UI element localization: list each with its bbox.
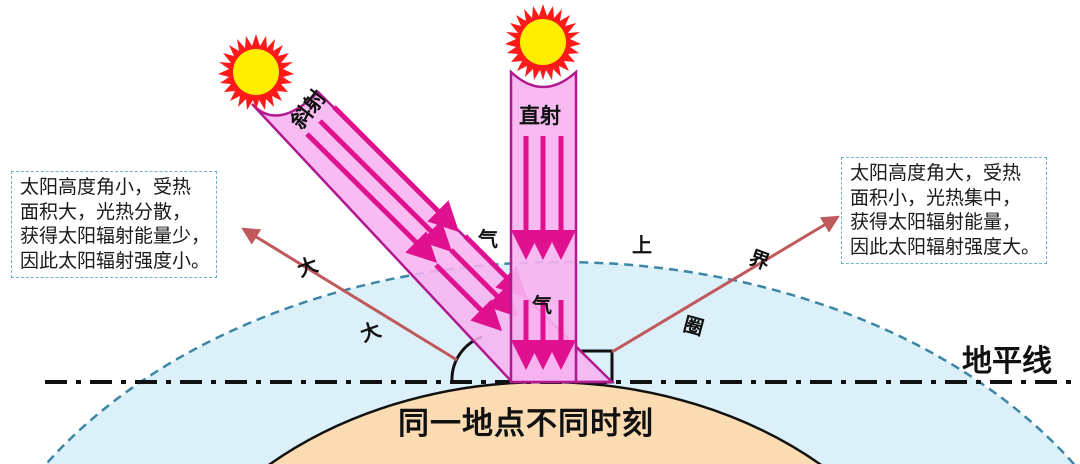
sun-direct-icon	[505, 4, 581, 80]
diagram-title: 同一地点不同时刻	[398, 406, 654, 442]
left-note-line: 因此太阳辐射强度小。	[20, 249, 211, 272]
right-note-line: 面积小，光热集中，	[850, 186, 1022, 209]
left-note-line: 面积大，光热分散，	[20, 200, 192, 223]
right-note-box: 太阳高度角大，受热 面积小，光热集中， 获得太阳辐射能量， 因此太阳辐射强度大。	[841, 157, 1048, 264]
sun-oblique-icon	[218, 34, 294, 110]
right-note-line: 因此太阳辐射强度大。	[850, 235, 1041, 258]
left-note-line: 太阳高度角小，受热	[20, 176, 192, 198]
atmosphere-label-qi-inner: 气	[532, 293, 552, 317]
right-note-line: 获得太阳辐射能量，	[850, 211, 1022, 233]
atmosphere-label-shang: 上	[632, 233, 652, 257]
direct-beam-label: 直射	[519, 104, 561, 128]
left-note-line: 获得太阳辐射能量少，	[20, 225, 211, 247]
direct-beam	[509, 69, 578, 384]
atmosphere-label-qi-outer: 气	[478, 227, 498, 251]
left-note-box: 太阳高度角小，受热 面积大，光热分散， 获得太阳辐射能量少， 因此太阳辐射强度小…	[11, 171, 218, 278]
right-pointer-arrow	[611, 215, 840, 354]
horizon-label: 地平线	[962, 344, 1052, 379]
right-note-line: 太阳高度角大，受热	[850, 162, 1022, 184]
left-pointer-arrow	[241, 227, 458, 362]
